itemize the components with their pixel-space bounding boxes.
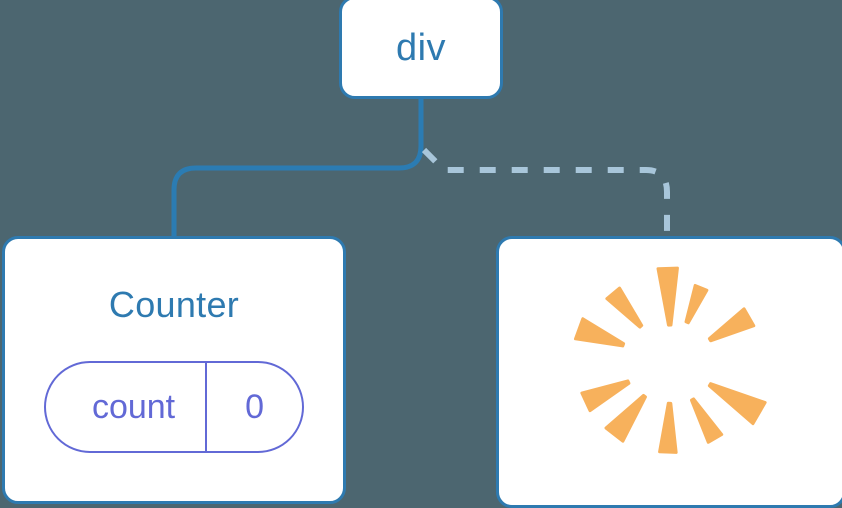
node-counter[interactable]: Counter count 0 [2, 236, 346, 504]
state-pill-count[interactable]: count 0 [43, 361, 305, 453]
sparkle-ray-2 [656, 266, 679, 327]
sparkle-ray-9 [707, 382, 767, 426]
sparkle-ray-3 [605, 286, 644, 329]
edge-root-to-counter [171, 96, 424, 241]
sparkle-ray-8 [689, 397, 724, 444]
edge-root-to-sparkle [421, 147, 670, 238]
sparkle-ray-4 [573, 317, 626, 348]
sparkle-ray-1 [684, 283, 709, 325]
node-div[interactable]: div [339, 0, 503, 99]
sparkle-ray-7 [658, 401, 678, 454]
sparkle-ray-5 [580, 379, 631, 413]
node-counter-label: Counter [108, 284, 240, 325]
sparkle-ray-10 [707, 307, 756, 343]
node-div-label: div [395, 26, 447, 69]
sparkle-ray-6 [604, 393, 647, 443]
state-pill-value: 0 [245, 387, 265, 426]
sparkle-burst-icon [573, 266, 767, 454]
state-pill-key: count [46, 363, 208, 451]
node-sparkle[interactable] [496, 236, 842, 508]
